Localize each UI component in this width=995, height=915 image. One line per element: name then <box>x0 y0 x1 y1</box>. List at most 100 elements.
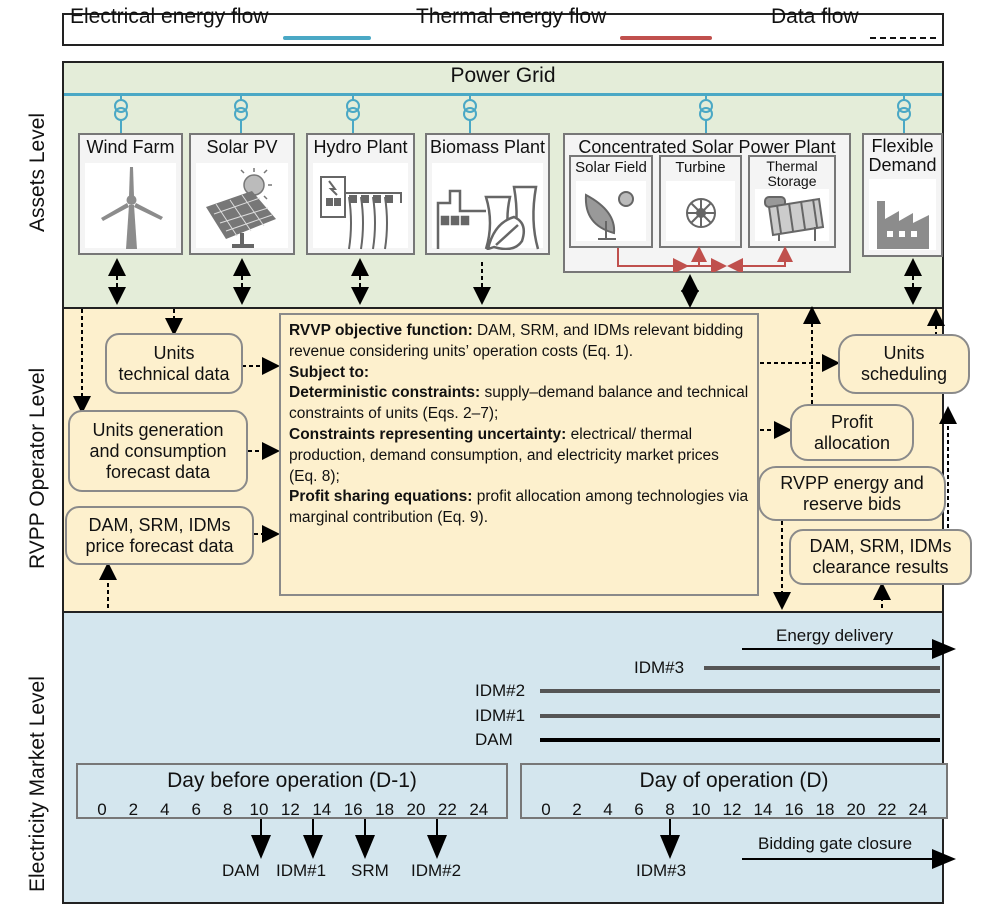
transformers-layer <box>114 94 911 134</box>
solar-pv-box: Solar PV <box>189 133 295 255</box>
solar-dish-icon <box>576 181 646 241</box>
uncertainty-paragraph: Constraints representing uncertainty: el… <box>289 425 749 487</box>
deterministic-paragraph: Deterministic constraints: supply–demand… <box>289 383 749 425</box>
hour-tick-label: 14 <box>753 800 773 819</box>
clearance-results-line2: clearance results <box>812 557 949 577</box>
thermal-storage-icon <box>755 189 829 241</box>
hour-tick-label: 18 <box>375 800 395 819</box>
csp-thermal-flow <box>617 246 793 272</box>
biomass-factory-icon <box>432 163 543 251</box>
objective-paragraph: RVVP objective function: DAM, SRM, and I… <box>289 321 749 363</box>
hour-tick-label: 14 <box>312 800 332 819</box>
hour-tick-label: 20 <box>406 800 426 819</box>
profit-allocation-line1: Profit <box>830 411 873 432</box>
hour-tick-label: 24 <box>908 800 928 819</box>
solar-pv-label: Solar PV <box>206 137 278 157</box>
flexible-demand-line1: Flexible <box>871 136 934 156</box>
hour-tick-label: 16 <box>784 800 804 819</box>
hour-tick-label: 18 <box>815 800 835 819</box>
legend-data-line <box>870 37 936 39</box>
units-forecast-line1: Units generation <box>92 419 224 440</box>
hour-tick-label: 16 <box>343 800 363 819</box>
units-forecast-line2: and consumption <box>89 440 227 461</box>
flexible-demand-label: Flexible Demand <box>864 137 941 175</box>
csp-solar-field-box: Solar Field <box>569 155 653 248</box>
legend-electrical-label: Electrical energy flow <box>70 5 269 28</box>
hydro-plant-label: Hydro Plant <box>313 137 408 157</box>
transformer-icon <box>897 94 911 134</box>
csp-thermal-storage-box: Thermal Storage <box>748 155 836 248</box>
hour-tick-label: 12 <box>280 800 300 819</box>
transformer-icon <box>699 94 713 134</box>
dam-label: DAM <box>475 730 513 749</box>
hour-tick-label: 20 <box>846 800 866 819</box>
csp-thermal-label-line2: Storage <box>767 173 817 189</box>
idm3-label: IDM#3 <box>634 658 685 677</box>
transformer-icon <box>234 94 248 134</box>
legend-thermal-label: Thermal energy flow <box>416 5 607 28</box>
hour-tick-label: 4 <box>160 800 170 819</box>
power-grid-bus-line <box>64 93 942 96</box>
flexible-demand-line2: Demand <box>868 155 937 175</box>
hour-tick-label: 8 <box>665 800 675 819</box>
hydro-plant-box: Hydro Plant <box>306 133 415 255</box>
csp-turbine-label: Turbine <box>675 159 726 176</box>
day-of-title: Day of operation (D) <box>639 769 829 792</box>
profit-sharing-paragraph: Profit sharing equations: profit allocat… <box>289 487 749 529</box>
energy-delivery-label: Energy delivery <box>776 626 894 645</box>
idm2-label: IDM#2 <box>475 681 526 700</box>
hour-tick-label: 0 <box>541 800 551 819</box>
biomass-plant-label: Biomass Plant <box>429 137 546 157</box>
subject-to-bold: Subject to: <box>289 363 370 381</box>
price-forecast-line2: price forecast data <box>85 535 234 556</box>
units-scheduling-line1: Units <box>883 343 925 363</box>
flexible-demand-box: Flexible Demand <box>862 133 943 257</box>
hour-tick-label: 22 <box>877 800 897 819</box>
hour-tick-label: 0 <box>97 800 107 819</box>
clearance-results-line1: DAM, SRM, IDMs <box>809 536 952 556</box>
hydro-dam-icon <box>313 163 408 250</box>
rvpp-bids-line2: reserve bids <box>802 493 902 514</box>
biomass-plant-box: Biomass Plant <box>425 133 550 255</box>
hour-tick-label: 2 <box>128 800 139 819</box>
uncertainty-text: electrical/ thermal production, demand c… <box>289 425 719 485</box>
profit-allocation-line2: allocation <box>813 432 891 453</box>
wind-farm-box: Wind Farm <box>78 133 183 255</box>
gate-label-srm: SRM <box>351 861 389 880</box>
transformer-icon <box>114 94 128 134</box>
gate-label-dam: DAM <box>222 861 260 880</box>
profit-sharing-text: profit allocation among technologies via… <box>289 488 749 527</box>
wind-turbine-icon <box>85 163 176 249</box>
units-technical-data-line2: technical data <box>118 363 230 384</box>
deterministic-bold: Deterministic constraints: <box>289 384 481 402</box>
hour-tick-label: 22 <box>437 800 457 819</box>
units-scheduling-line2: scheduling <box>860 364 948 384</box>
hour-tick-label: 10 <box>249 800 269 819</box>
idm1-label: IDM#1 <box>475 706 526 725</box>
hour-tick-label: 8 <box>222 800 233 819</box>
legend-electrical-line <box>283 36 371 40</box>
power-grid-title: Power Grid <box>450 64 556 87</box>
objective-text: DAM, SRM, and IDMs relevant bidding reve… <box>289 322 744 360</box>
objective-function-box: RVVP objective function: DAM, SRM, and I… <box>279 313 759 596</box>
csp-solar-field-label: Solar Field <box>575 159 647 176</box>
rvpp-bids-line1: RVPP energy and <box>780 472 924 493</box>
day-before-title: Day before operation (D-1) <box>167 769 417 792</box>
hour-tick-label: 6 <box>191 800 201 819</box>
hour-tick-label: 24 <box>469 800 489 819</box>
gate-label-idm3: IDM#3 <box>636 861 687 880</box>
csp-plant-label: Concentrated Solar Power Plant <box>578 137 836 157</box>
hour-tick-label: 4 <box>603 800 613 819</box>
transformer-icon <box>463 94 477 134</box>
profit-sharing-bold: Profit sharing equations: <box>289 488 473 506</box>
wind-farm-label: Wind Farm <box>86 137 175 157</box>
csp-thermal-label-line1: Thermal <box>766 158 818 174</box>
solar-panel-icon <box>196 163 288 248</box>
